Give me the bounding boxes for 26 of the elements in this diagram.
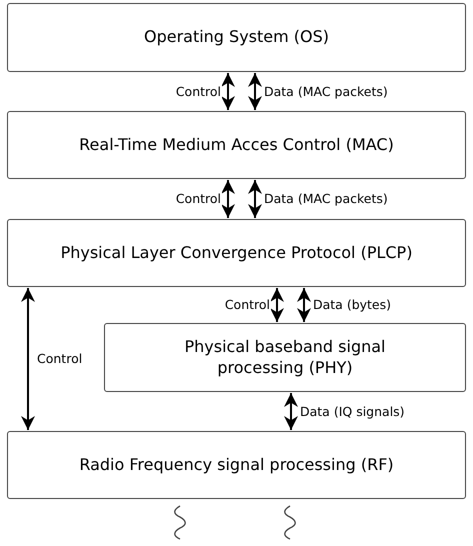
layer-label: Physical Layer Convergence Protocol (PLCP) (60, 242, 412, 264)
layer-box (7, 219, 466, 287)
layer-box (7, 431, 466, 499)
layer-box (104, 323, 466, 392)
edge-label: Data (bytes) (312, 297, 392, 312)
layer-label: Operating System (OS) (144, 27, 330, 48)
edge-label: Data (MAC packets) (263, 191, 389, 206)
layer-label: Physical baseband signal processing (PHY) (184, 336, 386, 378)
double-arrow (248, 73, 262, 110)
edge-label: Control (224, 297, 271, 312)
double-arrow (297, 288, 311, 322)
edge-label: Data (MAC packets) (263, 84, 389, 98)
edge-label: Control (36, 351, 84, 366)
edge-label: Control (174, 191, 222, 206)
double-arrow (270, 288, 284, 322)
double-arrow (284, 393, 298, 430)
double-arrow (248, 180, 262, 218)
double-arrow (21, 288, 35, 430)
edge-label: Control (174, 84, 222, 98)
double-arrow (221, 73, 235, 110)
layer-label: Real-Time Medium Acces Control (MAC) (79, 134, 394, 156)
layer-box (7, 3, 466, 72)
double-arrow (221, 180, 235, 218)
layer-box (7, 111, 466, 179)
layer-label: Radio Frequency signal processing (RF) (79, 454, 394, 476)
edge-label: Data (IQ signals) (299, 404, 406, 418)
